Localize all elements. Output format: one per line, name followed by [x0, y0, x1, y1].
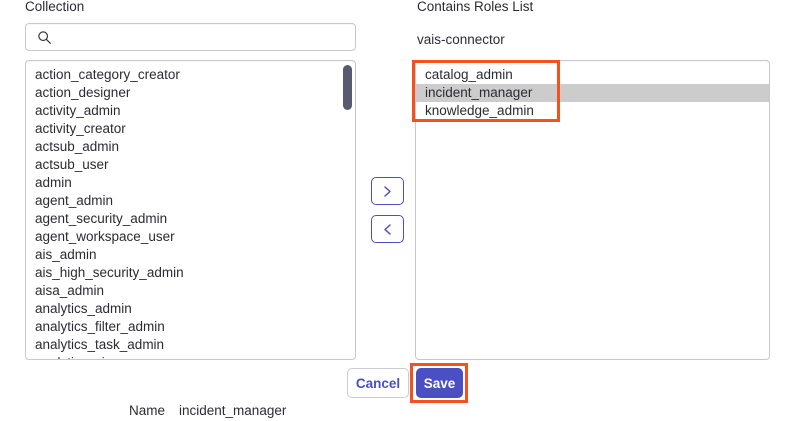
collection-option[interactable]: action_designer — [35, 85, 131, 100]
collection-option[interactable]: admin — [35, 175, 72, 190]
collection-label: Collection — [25, 0, 85, 14]
chevron-left-icon — [383, 223, 392, 236]
collection-option[interactable]: actsub_user — [35, 157, 109, 172]
collection-option[interactable]: aisa_admin — [35, 283, 105, 298]
search-input[interactable] — [52, 24, 347, 50]
collection-option[interactable]: analytics_task_admin — [35, 337, 165, 352]
role-option[interactable]: incident_manager — [416, 84, 769, 102]
record-name-row: Name incident_manager — [129, 403, 286, 419]
role-name-value: vais-connector — [417, 32, 505, 47]
collection-scrollbar[interactable] — [342, 63, 353, 357]
collection-option[interactable]: action_category_creator — [35, 67, 180, 82]
add-role-button[interactable] — [371, 177, 404, 205]
collection-option[interactable]: ais_high_security_admin — [35, 265, 184, 280]
collection-option[interactable]: analytics_viewer — [26, 354, 355, 359]
collection-option[interactable]: analytics_filter_admin — [35, 319, 165, 334]
role-option[interactable]: catalog_admin — [425, 67, 513, 82]
record-name-key: Name — [129, 403, 166, 418]
collection-option[interactable]: activity_creator — [35, 121, 126, 136]
remove-role-button[interactable] — [371, 215, 404, 243]
save-button[interactable]: Save — [416, 368, 463, 398]
collection-option[interactable]: agent_workspace_user — [35, 229, 175, 244]
search-icon — [37, 30, 52, 45]
record-name-value: incident_manager — [179, 403, 287, 418]
contains-roles-list-label: Contains Roles List — [417, 0, 534, 14]
collection-option[interactable]: activity_admin — [35, 103, 121, 118]
search-field[interactable] — [25, 23, 356, 51]
collection-option[interactable]: ais_admin — [35, 247, 97, 262]
cancel-button[interactable]: Cancel — [347, 368, 409, 398]
collection-option[interactable]: agent_security_admin — [35, 211, 168, 226]
collection-scrollbar-thumb[interactable] — [343, 65, 352, 110]
collection-option[interactable]: actsub_admin — [35, 139, 120, 154]
collection-option[interactable]: analytics_admin — [35, 301, 132, 316]
collection-option[interactable]: agent_admin — [35, 193, 114, 208]
chevron-right-icon — [383, 185, 392, 198]
role-option[interactable]: knowledge_admin — [425, 103, 534, 118]
